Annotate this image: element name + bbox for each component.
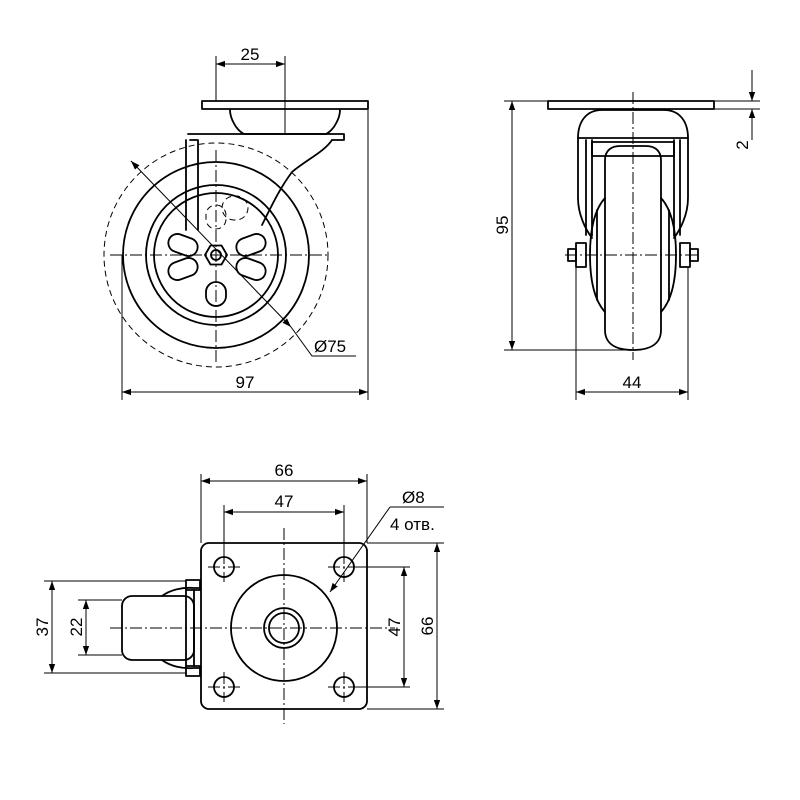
hole-spacing-y-dimension: 47: [385, 618, 404, 637]
wheel-inner-dimension: 22: [67, 618, 86, 637]
hole-spacing-x-dimension: 47: [275, 492, 294, 511]
plate-width-dimension: 66: [275, 461, 294, 480]
front-view: 95 2 44: [493, 70, 760, 400]
hole-diameter-dimension: Ø8: [402, 488, 425, 507]
wheel-diameter-dimension: Ø75: [314, 337, 346, 356]
front-height-dimension: 95: [493, 216, 512, 235]
plate-height-dimension: 66: [418, 617, 437, 636]
mounting-hole: [213, 676, 235, 698]
plate-thickness-dimension: 2: [733, 140, 752, 149]
hole-count-note: 4 отв.: [390, 515, 435, 534]
side-height-dimension: 97: [236, 373, 255, 392]
top-view: 66 47 Ø8 4 отв. 47 66 37 22: [33, 461, 444, 724]
side-view: 25 Ø75 97: [103, 45, 369, 400]
wheel-width-dimension: 37: [33, 618, 52, 637]
front-width-dimension: 44: [623, 373, 642, 392]
side-offset-dimension: 25: [241, 45, 260, 64]
